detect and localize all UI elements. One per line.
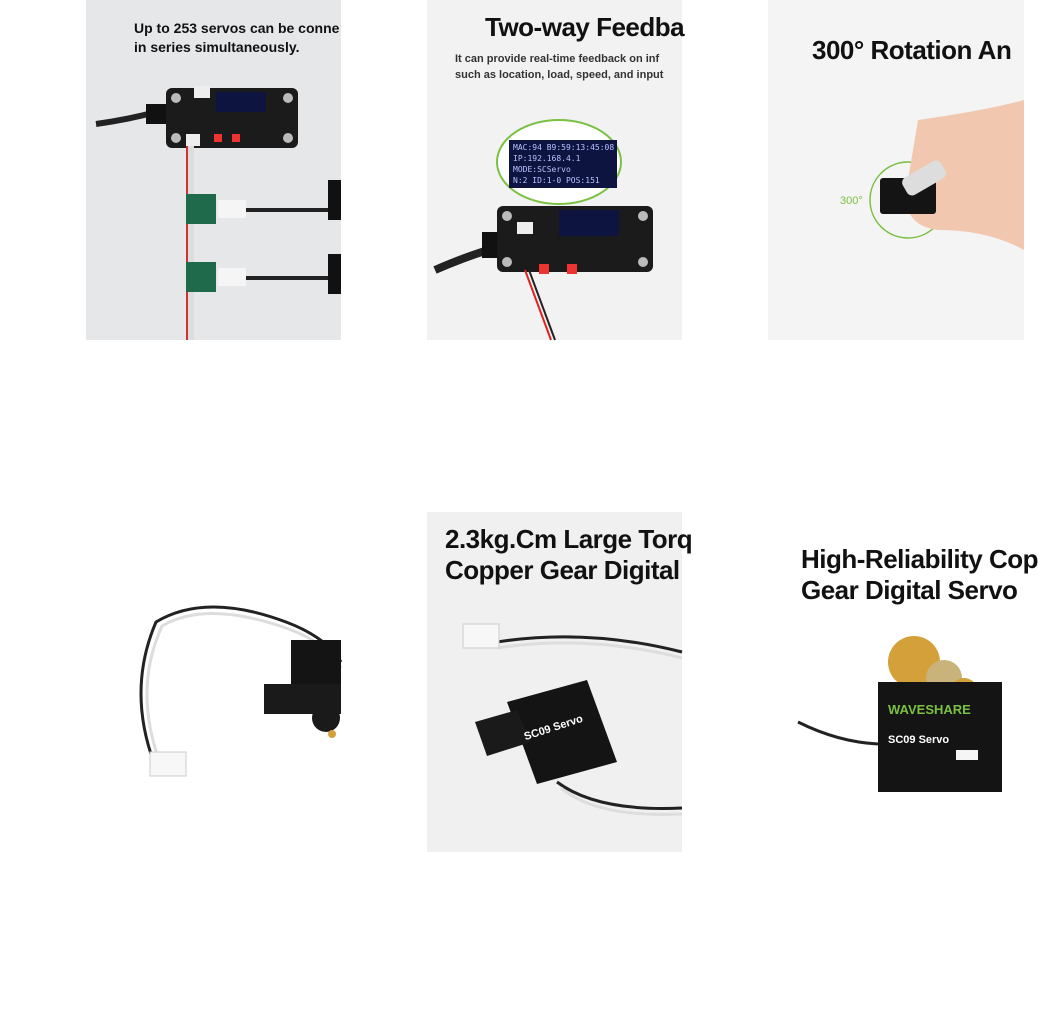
- copper-gear-servo-illustration: [797, 636, 1002, 792]
- product-image-daisy-chain[interactable]: Up to 253 servos can be conne in series …: [86, 0, 341, 340]
- tile-title-line-2: Gear Digital Servo: [801, 575, 1018, 605]
- servo-cable-illustration: [139, 605, 343, 777]
- product-image-reliability[interactable]: High-Reliability Cop Gear Digital Servo …: [768, 512, 1038, 852]
- subtitle-line-1: It can provide real-time feedback on inf: [455, 53, 660, 65]
- screen-line: N:2 ID:1-0 POS:151: [513, 176, 600, 185]
- servo-label: SC09 Servo: [888, 734, 950, 746]
- caption-line-1: Up to 253 servos can be conne: [134, 20, 340, 36]
- caption-line-2: in series simultaneously.: [134, 39, 300, 55]
- rotation-illustration: [869, 100, 1024, 250]
- driver-board-illustration: [95, 86, 341, 340]
- tile-title-line-1: 2.3kg.Cm Large Torq: [445, 524, 693, 554]
- feedback-board-illustration: [433, 119, 653, 341]
- brand-logo: WAVESHARE: [888, 702, 971, 717]
- subtitle-line-2: such as location, load, speed, and input: [455, 69, 664, 81]
- product-image-feedback[interactable]: Two-way Feedba It can provide real-time …: [427, 0, 685, 341]
- tile-title-line-1: High-Reliability Cop: [801, 544, 1038, 574]
- tile-title-line-2: Copper Gear Digital: [445, 555, 680, 585]
- screen-line: IP:192.168.4.1: [513, 154, 581, 163]
- product-image-servo-cable[interactable]: [86, 512, 343, 852]
- product-image-torque[interactable]: 2.3kg.Cm Large Torq Copper Gear Digital …: [427, 512, 693, 852]
- screen-line: MAC:94 B9:59:13:45:08: [513, 143, 615, 152]
- product-image-rotation[interactable]: 300° Rotation An 300°: [768, 0, 1024, 340]
- tile-title: Two-way Feedba: [485, 12, 685, 42]
- servo-illustration: [462, 623, 683, 816]
- tile-title: 300° Rotation An: [812, 35, 1012, 65]
- screen-line: MODE:SCServo: [513, 165, 571, 174]
- angle-label: 300°: [840, 195, 863, 207]
